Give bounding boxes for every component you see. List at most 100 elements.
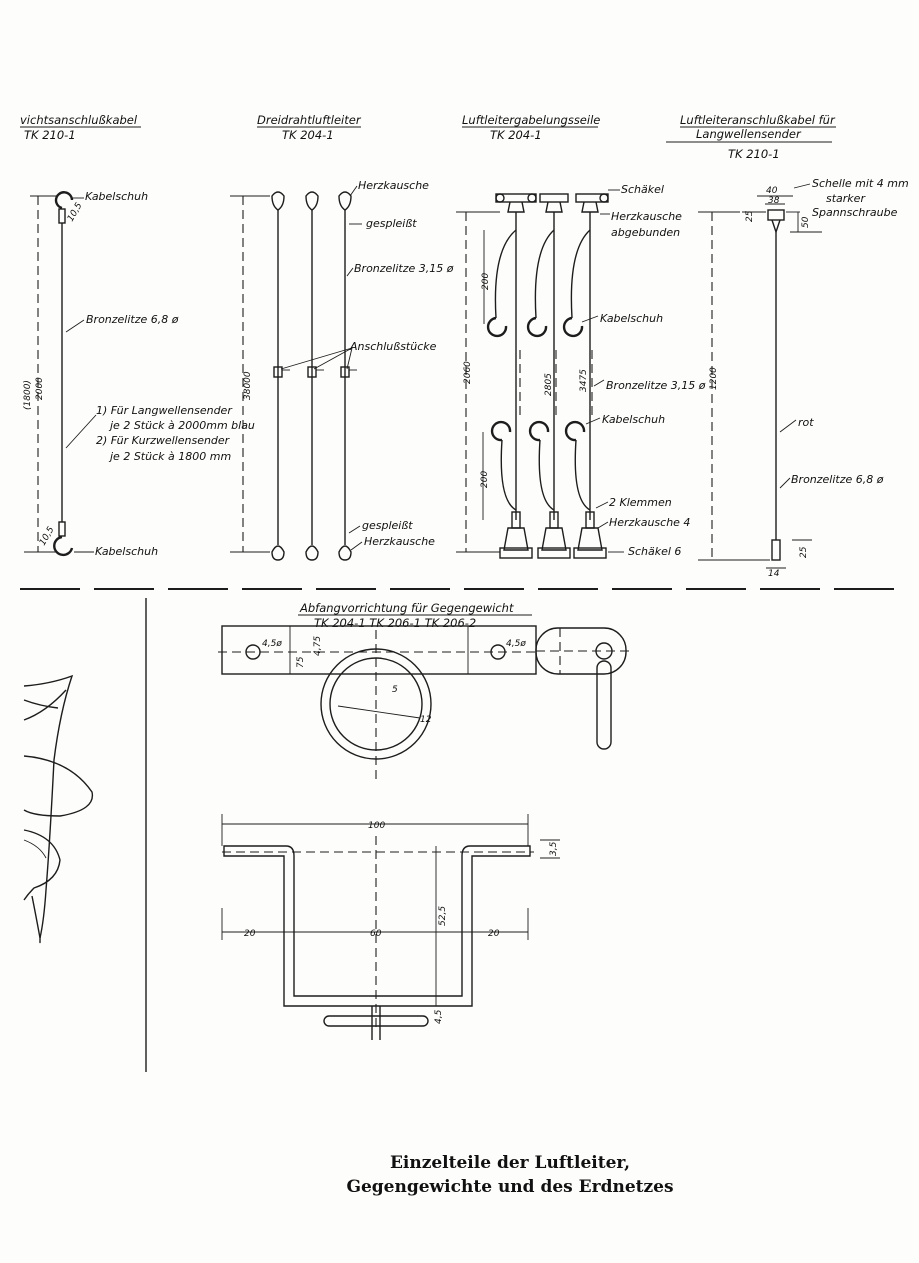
dim-s3-2805: 2805 — [544, 373, 554, 396]
shackle-icon — [577, 527, 603, 551]
label-kabelschuh-2: Kabelschuh — [602, 413, 665, 426]
dim-a-45-left: 4,5ø — [262, 639, 282, 649]
label-herzkausche-4: Herzkausche 4 — [609, 516, 690, 529]
crossbar-icon — [323, 1015, 429, 1027]
dim-s1-top: 10,5 — [66, 201, 85, 224]
hook-icon — [486, 316, 508, 338]
label-note-2b: je 2 Stück à 1800 mm — [108, 450, 231, 463]
dim-s2-length: 38000 — [243, 371, 253, 400]
dim-a-75: 75 — [296, 656, 306, 668]
label-kabelschuh-top: Kabelschuh — [85, 190, 148, 203]
label-kabelschuh-1: Kabelschuh — [600, 312, 663, 325]
label-gespleisst-bottom: gespleißt — [362, 519, 413, 532]
section-1-code: TK 210-1 — [24, 128, 76, 142]
section-1-title: vichtsanschlußkabel — [20, 113, 138, 127]
section-4-header: Luftleiteranschlußkabel für Langwellense… — [666, 113, 836, 161]
section-4-subtitle: Langwellensender — [696, 127, 802, 141]
hook-icon — [562, 316, 584, 338]
counterweight-holder-drawing: Abfangvorrichtung für Gegengewicht TK 20… — [218, 601, 632, 780]
shackle-icon — [541, 527, 567, 551]
label-gespleisst-top: gespleißt — [366, 217, 417, 230]
dim-s3-2060: 2060 — [463, 361, 473, 384]
section-4-code: TK 210-1 — [728, 147, 780, 161]
cable-lug-icon — [771, 539, 781, 561]
dim-a-12: 12 — [420, 715, 432, 725]
label-herzkausche-top: Herzkausche — [358, 179, 429, 192]
section-1-cable-drawing: (1800) 2000 10,5 10,5 Kabelschuh Bronzel… — [23, 190, 255, 558]
label-bronzelitze-68: Bronzelitze 6,8 ø — [86, 313, 179, 326]
u-bracket-icon — [223, 845, 531, 1007]
label-rot: rot — [798, 416, 814, 429]
hook-icon — [54, 191, 74, 210]
section-2-wire-drawing: 38000 Herzkausche gespleißt Bronzelitze … — [230, 179, 454, 561]
label-schaekel-6: Schäkel 6 — [628, 545, 681, 558]
abfang-codes: TK 204-1 TK 206-1 TK 206-2 — [314, 616, 476, 630]
dim-s3-200b: 200 — [480, 471, 490, 488]
dim-s4-1200: 1200 — [709, 367, 719, 390]
label-anschlussstuecke: Anschlußstücke — [349, 340, 437, 353]
ring-icon — [320, 648, 432, 760]
hook-icon — [528, 420, 550, 442]
dim-s4-25b: 25 — [799, 546, 809, 558]
label-spannschraube: Spannschraube — [812, 206, 898, 219]
connector-icon — [273, 366, 283, 378]
dim-s1-h2: 2000 — [35, 377, 45, 400]
section-2-code: TK 204-1 — [282, 128, 334, 142]
thimble-icon — [271, 191, 285, 211]
dim-s1-h1: (1800) — [23, 380, 33, 410]
connector-icon — [307, 366, 317, 378]
section-3-header: Luftleitergabelungsseile TK 204-1 — [462, 113, 600, 142]
dim-b-35: 3,5 — [549, 841, 559, 856]
earth-spike-partial-drawing — [23, 674, 94, 944]
dim-s4-14: 14 — [768, 569, 780, 579]
thimble-icon — [271, 545, 285, 561]
connector-icon — [340, 366, 350, 378]
caption-line-2: Gegengewichte und des Erdnetzes — [346, 1177, 673, 1197]
dim-s4-50: 50 — [801, 216, 811, 228]
shackle-icon — [575, 193, 609, 213]
hook-icon — [564, 420, 586, 442]
hook-icon — [526, 316, 548, 338]
handle-icon — [596, 660, 612, 750]
label-schelle: Schelle mit 4 mm — [812, 177, 909, 190]
hook-icon — [490, 420, 512, 442]
dim-b-45: 4,5 — [434, 1009, 444, 1024]
thimble-icon — [305, 545, 319, 561]
dim-b-100: 100 — [368, 821, 385, 831]
shackle-icon — [503, 527, 529, 551]
label-2-klemmen: 2 Klemmen — [609, 496, 672, 509]
section-4-cable-drawing: 40 38 25 50 1200 25 14 Schelle mit 4 mm … — [698, 177, 909, 579]
dim-s3-3475: 3475 — [579, 369, 589, 392]
label-herzkausche: Herzkausche — [611, 210, 682, 223]
section-3-title: Luftleitergabelungsseile — [462, 113, 600, 127]
shackle-icon — [539, 193, 569, 213]
section-3-rope-drawing: 200 2060 2805 3475 200 Schäkel Herzkausc… — [456, 183, 706, 559]
u-profile-drawing: 100 20 60 20 52,5 4,5 3,5 — [221, 814, 560, 1040]
label-note-2: 2) Für Kurzwellensender — [96, 434, 231, 447]
clamp-icon — [767, 209, 785, 221]
dim-a-5: 5 — [392, 685, 398, 695]
label-bronzelitze-315-s3: Bronzelitze 3,15 ø — [606, 379, 706, 392]
label-bronzelitze-315: Bronzelitze 3,15 ø — [354, 262, 454, 275]
label-note-1b: je 2 Stück à 2000mm blau — [108, 419, 255, 432]
dim-s4-25: 25 — [745, 210, 755, 222]
dim-b-525: 52,5 — [438, 906, 448, 926]
dim-s4-38: 38 — [768, 196, 780, 206]
dim-a-475: 4,75 — [313, 636, 323, 656]
label-kabelschuh-bottom: Kabelschuh — [95, 545, 158, 558]
section-1-header: vichtsanschlußkabel TK 210-1 — [20, 113, 141, 142]
label-abgebunden: abgebunden — [611, 226, 680, 239]
label-herzkausche-bottom: Herzkausche — [364, 535, 435, 548]
thimble-icon — [338, 545, 352, 561]
label-note-1: 1) Für Langwellensender — [96, 404, 233, 417]
dim-b-20-right: 20 — [488, 929, 500, 939]
section-3-code: TK 204-1 — [490, 128, 542, 142]
thimble-icon — [338, 191, 352, 211]
caption-line-1: Einzelteile der Luftleiter, — [390, 1153, 630, 1173]
section-2-header: Dreidrahtluftleiter TK 204-1 — [257, 113, 362, 142]
caption: Einzelteile der Luftleiter, Gegengewicht… — [346, 1153, 673, 1197]
dim-b-20-left: 20 — [244, 929, 256, 939]
label-bronzelitze-68-s4: Bronzelitze 6,8 ø — [791, 473, 884, 486]
label-schaekel: Schäkel — [621, 183, 664, 196]
